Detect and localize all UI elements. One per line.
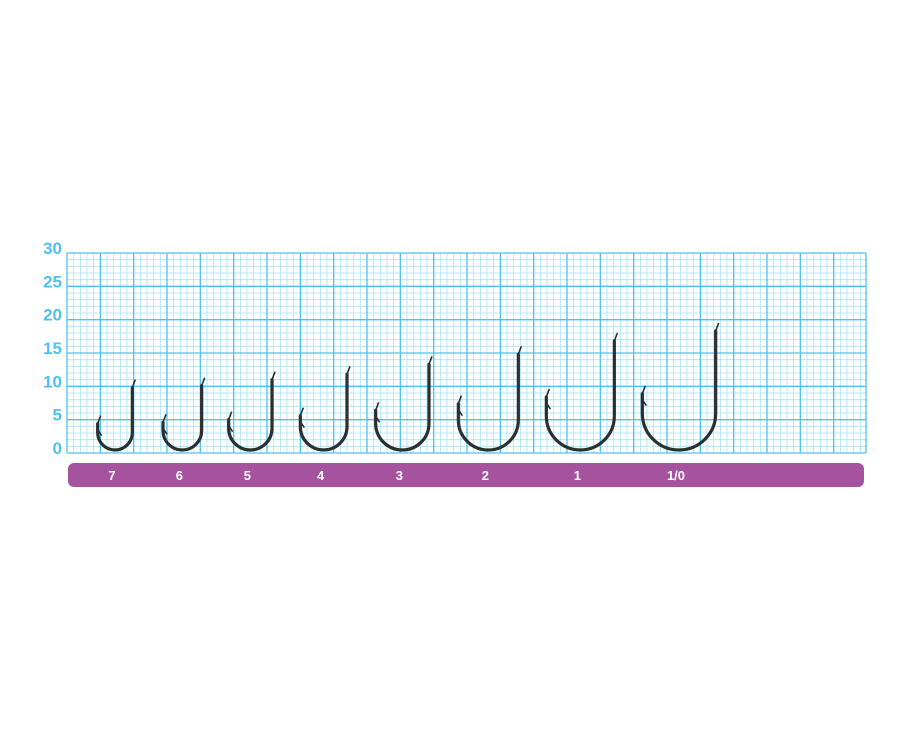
hooks bbox=[96, 322, 720, 452]
hook-barb bbox=[162, 414, 168, 435]
hook-6 bbox=[161, 377, 206, 452]
size-label: 5 bbox=[244, 468, 251, 483]
hook-barb bbox=[374, 402, 381, 423]
size-label: 7 bbox=[108, 468, 115, 483]
hook-eye bbox=[271, 371, 276, 380]
hook-eye bbox=[428, 356, 433, 365]
hook-5 bbox=[227, 371, 276, 452]
size-label: 4 bbox=[317, 468, 325, 483]
hook-7 bbox=[96, 379, 137, 452]
y-tick-label: 5 bbox=[53, 406, 62, 425]
y-tick-label: 10 bbox=[43, 372, 62, 391]
hook-body bbox=[374, 362, 431, 452]
hook-1-0 bbox=[640, 322, 720, 452]
hook-4 bbox=[298, 366, 351, 452]
size-bar bbox=[68, 463, 864, 487]
hook-body bbox=[544, 339, 616, 452]
y-axis-ticks: 0 5 10 15 20 25 30 bbox=[43, 239, 62, 458]
y-tick-label: 25 bbox=[43, 272, 62, 291]
size-label: 1 bbox=[574, 468, 581, 483]
hook-body bbox=[96, 386, 134, 452]
hook-2 bbox=[456, 346, 523, 452]
hook-1 bbox=[544, 332, 619, 452]
hook-barb bbox=[227, 411, 234, 433]
y-tick-label: 20 bbox=[43, 306, 62, 325]
hook-eye bbox=[200, 377, 206, 386]
hook-eye bbox=[131, 379, 137, 388]
hook-body bbox=[640, 329, 718, 452]
y-tick-label: 15 bbox=[43, 339, 62, 358]
hook-barb bbox=[641, 385, 647, 407]
hook-eye bbox=[517, 346, 523, 355]
hook-body bbox=[227, 378, 274, 452]
hook-barb bbox=[545, 388, 551, 410]
hook-eye bbox=[346, 366, 351, 375]
hook-body bbox=[456, 352, 520, 452]
y-tick-label: 0 bbox=[53, 439, 62, 458]
hook-barb bbox=[457, 395, 463, 417]
hook-body bbox=[298, 372, 349, 452]
size-label: 1/0 bbox=[667, 468, 685, 483]
hook-3 bbox=[374, 356, 433, 452]
size-label: 3 bbox=[396, 468, 403, 483]
hook-eye bbox=[714, 322, 720, 332]
hook-eye bbox=[613, 332, 619, 342]
hook-body bbox=[161, 384, 204, 452]
size-label: 6 bbox=[176, 468, 183, 483]
grid bbox=[66, 252, 867, 454]
size-labels: 7 6 5 4 3 2 1 1/0 bbox=[108, 468, 685, 483]
hook-barb bbox=[96, 415, 103, 437]
hook-barb bbox=[299, 407, 305, 429]
size-label: 2 bbox=[482, 468, 489, 483]
y-tick-label: 30 bbox=[43, 239, 62, 258]
